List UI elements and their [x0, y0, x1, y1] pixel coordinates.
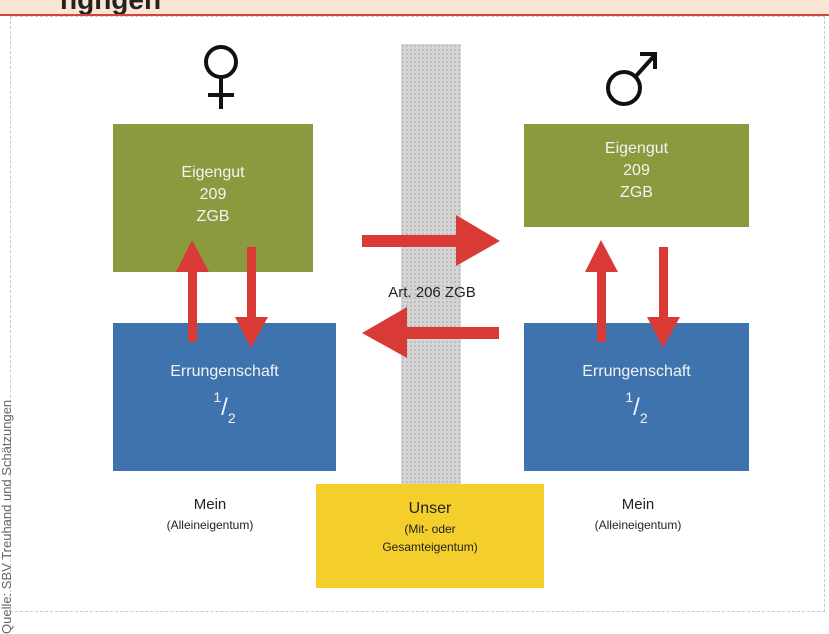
transfer-arrow-left [362, 307, 499, 358]
female-arrow-up [176, 240, 209, 342]
shared-property-line2: Gesamteigentum) [382, 540, 478, 554]
female-arrow-down [235, 247, 268, 348]
female-ownership-title: Mein [193, 496, 227, 513]
female-symbol-icon [204, 45, 238, 109]
shared-property-line1: (Mit- oder [404, 522, 456, 536]
female-acquired-box: Errungenschaft 1/2 [113, 323, 336, 471]
male-own-property-label: Eigengut [604, 140, 669, 157]
female-ownership-label: Mein (Alleineigentum) [110, 494, 310, 534]
header-bar: ngngen [0, 0, 829, 16]
male-symbol-icon [606, 52, 657, 106]
male-acquired-label: Errungenschaft [582, 363, 691, 380]
male-acquired-box: Errungenschaft 1/2 [524, 323, 749, 471]
article-label: Art. 206 ZGB [388, 284, 476, 301]
female-acquired-fraction: 1/2 [213, 389, 236, 426]
female-own-property-code: ZGB [196, 208, 230, 225]
female-own-property-box: Eigengut 209 ZGB [113, 124, 313, 272]
header-title: ngngen [60, 0, 161, 14]
shared-property-title: Unser [408, 500, 452, 517]
female-acquired-label: Errungenschaft [170, 363, 279, 380]
male-arrow-down [647, 247, 680, 348]
female-ownership-subtitle: (Alleineigentum) [166, 518, 254, 532]
male-ownership-title: Mein [621, 496, 655, 513]
male-own-property-article: 209 [623, 162, 650, 179]
female-own-property-label: Eigengut [181, 164, 245, 181]
transfer-arrow-right [362, 215, 500, 266]
male-acquired-fraction: 1/2 [625, 389, 648, 426]
center-divider [401, 44, 461, 484]
male-ownership-label: Mein (Alleineigentum) [538, 494, 738, 534]
male-arrow-up [585, 240, 618, 342]
male-ownership-subtitle: (Alleineigentum) [594, 518, 682, 532]
arrows-layer [176, 215, 680, 358]
shared-property-box: Unser (Mit- oder Gesamteigentum) [316, 484, 544, 588]
diagram-frame [10, 16, 825, 612]
male-own-property-box: Eigengut 209 ZGB [524, 124, 749, 227]
female-own-property-article: 209 [199, 186, 227, 203]
male-own-property-code: ZGB [620, 184, 653, 201]
